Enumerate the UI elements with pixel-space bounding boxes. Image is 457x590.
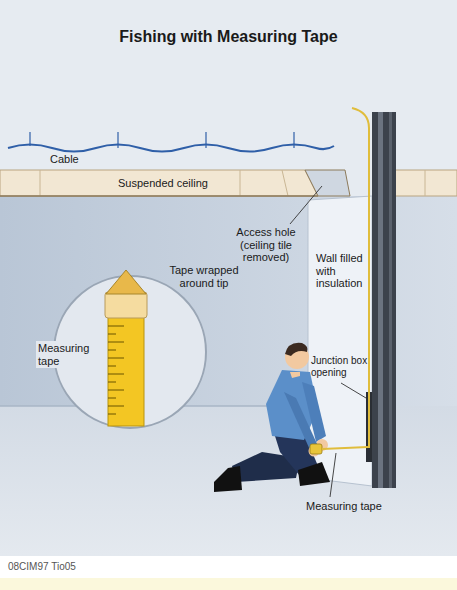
junction-box-label: Junction box opening	[311, 355, 371, 378]
figure-code: 08CIM97 Tio05	[8, 561, 168, 573]
title: Fishing with Measuring Tape	[0, 28, 457, 46]
footer-strip	[0, 578, 457, 590]
cable-label: Cable	[50, 153, 110, 166]
ceiling-label: Suspended ceiling	[118, 177, 228, 190]
tape-label: Measuring tape	[306, 500, 396, 513]
footer-band	[0, 556, 457, 578]
inset-tape-label: Measuring tape	[36, 341, 98, 368]
wall-label: Wall filled with insulation	[316, 252, 370, 290]
cable	[8, 132, 334, 152]
inset-tip-label: Tape wrapped around tip	[166, 264, 242, 289]
leader-lines	[94, 186, 366, 497]
access-hole-label: Access hole (ceiling tile removed)	[226, 226, 306, 264]
